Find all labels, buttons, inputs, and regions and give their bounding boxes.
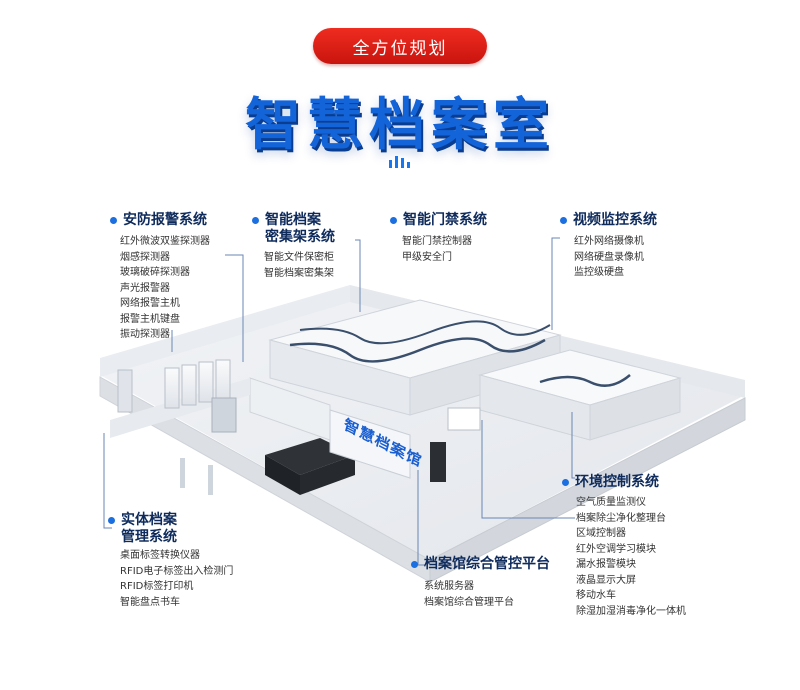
bullet-dot bbox=[411, 561, 418, 568]
list-item: 红外空调学习模块 bbox=[576, 543, 656, 555]
list-item: 声光报警器 bbox=[120, 282, 170, 294]
security-items: 红外微波双鉴探测器 烟感探测器 玻璃破碎探测器 声光报警器 网络报警主机 报警主… bbox=[120, 234, 210, 343]
security-system-heading: 安防报警系统 bbox=[110, 212, 207, 229]
list-item: 甲级安全门 bbox=[402, 251, 452, 263]
environment-system-heading: 环境控制系统 bbox=[562, 474, 659, 491]
environment-system-title: 环境控制系统 bbox=[575, 474, 659, 490]
list-item: 移动水车 bbox=[576, 590, 616, 601]
list-item: 红外网络摄像机 bbox=[574, 236, 644, 247]
video-items: 红外网络摄像机 网络硬盘录像机 监控级硬盘 bbox=[574, 234, 644, 281]
list-item: 智能盘点书车 bbox=[120, 596, 180, 608]
door bbox=[211, 397, 237, 433]
list-item: 烟感探测器 bbox=[120, 251, 170, 263]
list-item: 桌面标签转换仪器 bbox=[120, 550, 200, 561]
main-title: 智慧档案室 bbox=[245, 93, 555, 158]
access-items: 智能门禁控制器 甲级安全门 bbox=[402, 234, 472, 265]
bullet-dot bbox=[108, 517, 115, 524]
platform-items: 系统服务器 档案馆综合管理平台 bbox=[424, 579, 514, 610]
bullet-dot bbox=[390, 217, 397, 224]
shelving-system-heading: 智能档案 密集架系统 bbox=[252, 212, 335, 246]
list-item: 监控级硬盘 bbox=[574, 267, 624, 278]
bullet-dot bbox=[252, 217, 259, 224]
back-wall-left bbox=[100, 285, 350, 377]
list-item: 红外微波双鉴探测器 bbox=[120, 236, 210, 247]
physical-items: 桌面标签转换仪器 RFID电子标签出入检测门 RFID标签打印机 智能盘点书车 bbox=[120, 548, 233, 610]
security-cabinets bbox=[117, 359, 231, 413]
list-item: 除湿加湿消毒净化一体机 bbox=[576, 605, 686, 617]
physical-system-title: 实体档案 管理系统 bbox=[121, 512, 177, 545]
banner-text: 全方位规划 bbox=[352, 38, 448, 59]
bullet-dot bbox=[560, 217, 567, 224]
list-item: RFID电子标签出入检测门 bbox=[120, 565, 234, 577]
bullet-dot bbox=[562, 479, 569, 486]
shelving-system-title: 智能档案 密集架系统 bbox=[265, 212, 335, 245]
bullet-dot bbox=[110, 217, 117, 224]
banner-pill: 全方位规划 bbox=[313, 28, 487, 64]
display-wall bbox=[329, 409, 411, 479]
list-item: 智能文件保密柜 bbox=[264, 252, 334, 263]
platform-heading: 档案馆综合管控平台 bbox=[411, 556, 550, 573]
partition-wall-2 bbox=[110, 378, 250, 438]
security-system-title: 安防报警系统 bbox=[123, 212, 207, 228]
environment-items: 空气质量监测仪 档案除尘净化整理台 区域控制器 红外空调学习模块 漏水报警模块 … bbox=[576, 495, 686, 619]
video-system-heading: 视频监控系统 bbox=[560, 212, 657, 229]
list-item: 空气质量监测仪 bbox=[576, 497, 646, 508]
list-item: 智能档案密集架 bbox=[264, 267, 334, 279]
list-item: 网络硬盘录像机 bbox=[574, 251, 644, 263]
list-item: 液晶显示大屏 bbox=[576, 574, 636, 586]
list-item: 振动探测器 bbox=[120, 329, 170, 340]
access-system-title: 智能门禁系统 bbox=[403, 212, 487, 228]
right-shelving bbox=[478, 349, 682, 441]
list-item: 网络报警主机 bbox=[120, 298, 180, 309]
list-item: RFID标签打印机 bbox=[120, 581, 194, 592]
list-item: 智能门禁控制器 bbox=[402, 236, 472, 247]
list-item: 系统服务器 bbox=[424, 581, 474, 592]
list-item: 报警主机键盘 bbox=[120, 313, 180, 325]
list-item: 档案馆综合管理平台 bbox=[424, 596, 514, 608]
list-item: 区域控制器 bbox=[576, 528, 626, 539]
leader-lines bbox=[103, 237, 575, 566]
access-system-heading: 智能门禁系统 bbox=[390, 212, 487, 229]
rfid-gate bbox=[180, 458, 185, 488]
list-item: 档案除尘净化整理台 bbox=[576, 512, 666, 524]
list-item: 玻璃破碎探测器 bbox=[120, 267, 190, 278]
platform-title: 档案馆综合管控平台 bbox=[424, 556, 550, 572]
list-item: 漏水报警模块 bbox=[576, 559, 636, 570]
workstation bbox=[430, 407, 481, 482]
shelving-items: 智能文件保密柜 智能档案密集架 bbox=[264, 250, 334, 281]
front-wall-right bbox=[429, 397, 746, 583]
video-system-title: 视频监控系统 bbox=[573, 212, 657, 228]
physical-system-heading: 实体档案 管理系统 bbox=[108, 512, 177, 546]
